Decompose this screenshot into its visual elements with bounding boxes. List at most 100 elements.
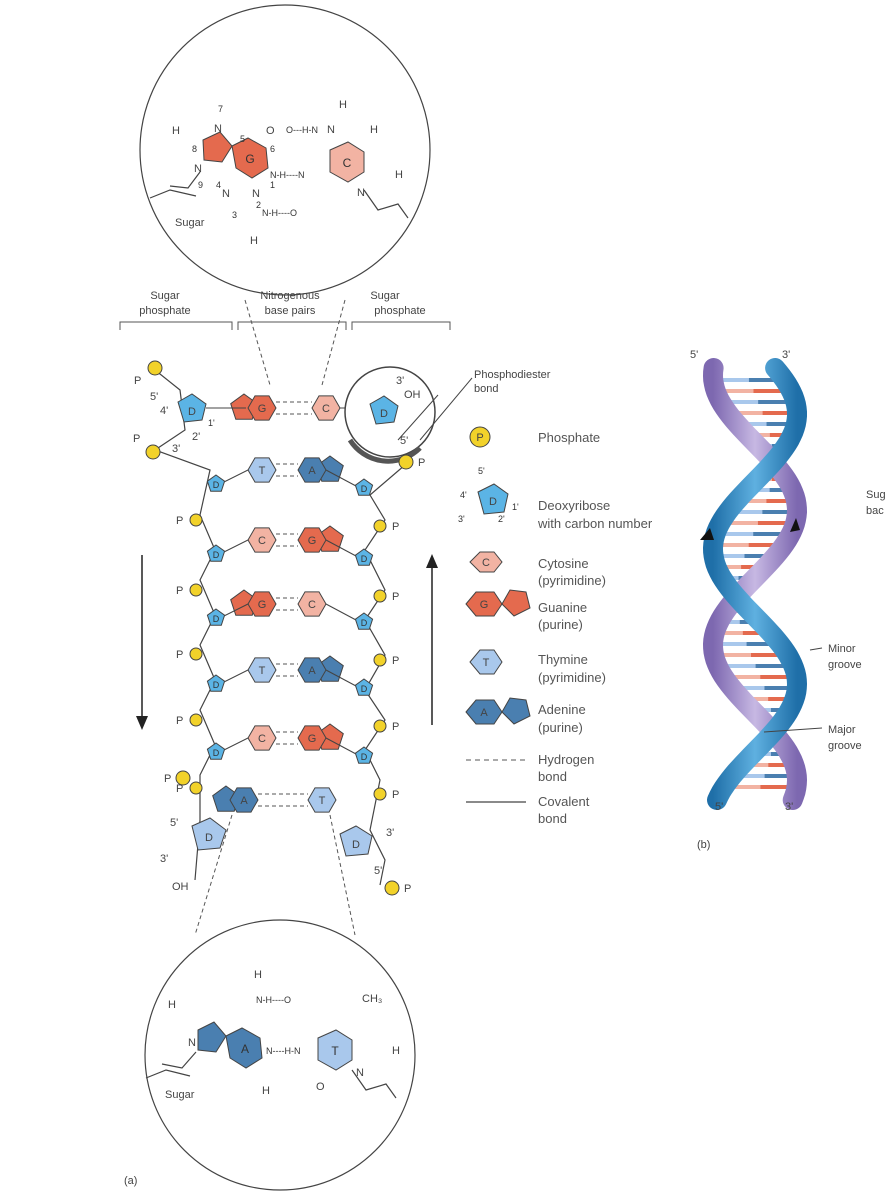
- atom-n-a: N: [188, 1037, 196, 1049]
- legend-cytosine-text-1: Cytosine: [538, 556, 589, 571]
- p-right: P: [392, 521, 399, 533]
- adenine-letter: A: [241, 1042, 249, 1056]
- d-right: D: [361, 554, 368, 564]
- atom-h-left-a: H: [168, 999, 176, 1011]
- phosphate-zoom: [398, 454, 414, 470]
- ring-num-6: 6: [270, 144, 275, 154]
- thymine-letter: T: [331, 1044, 339, 1058]
- base-letter: A: [240, 795, 248, 807]
- at-pair-inset: A T H N-H----O CH₃ H N N----H-N H O N H …: [144, 814, 416, 1191]
- legend-cytosine-text-2: (pyrimidine): [538, 573, 606, 588]
- legend-deoxyribose-text-2: with carbon number: [537, 516, 653, 531]
- atom-n3: N: [222, 188, 230, 200]
- deoxyribose-left-row5: [206, 742, 226, 760]
- d-top-left: D: [188, 406, 196, 418]
- phosphate-right-row1: [373, 519, 387, 533]
- base-letter: G: [308, 733, 317, 745]
- legend-adenine-text-1: Adenine: [538, 702, 586, 717]
- legend-thymine-text-1: Thymine: [538, 652, 588, 667]
- arrow-down-icon: [136, 716, 148, 730]
- legend-covalent-text-2: bond: [538, 811, 567, 826]
- base-letter: G: [258, 599, 267, 611]
- deoxyribose-left-row2: [206, 544, 226, 562]
- legend-c2: 2': [498, 514, 505, 524]
- phosphate-right-row3: [373, 653, 387, 667]
- label-1-top-left: 1': [208, 418, 215, 428]
- legend-adenine-pent: [501, 697, 531, 725]
- p-right: P: [392, 591, 399, 603]
- deoxyribose-zoom: [369, 395, 399, 425]
- helix-strand-blue: [702, 358, 808, 810]
- deoxyribose-left-row3: [206, 608, 226, 626]
- phosphodiester-label-1: Phosphodiester: [474, 369, 551, 381]
- legend-deoxyribose-text-1: Deoxyribose: [538, 498, 610, 513]
- legend-phosphate-icon: [469, 426, 491, 448]
- legend-c4: 4': [460, 490, 467, 500]
- phosphate-top-left: [147, 360, 163, 376]
- atom-n1-c: N: [357, 187, 365, 199]
- phosphate-bottom-left: [175, 770, 191, 786]
- gc-pair-inset: G C H N N N N O O---H-N H N H N-H----N H…: [139, 4, 431, 296]
- phosphate-left-row2: [189, 583, 203, 597]
- base-T-row4-left: T: [247, 657, 277, 683]
- legend-guanine-pent: [501, 589, 531, 617]
- helix-side-label-2: bac: [866, 505, 884, 517]
- p-left: P: [176, 585, 183, 597]
- d-bottom-right: D: [352, 839, 360, 851]
- d-right: D: [361, 684, 368, 694]
- legend-c5: 5': [478, 466, 485, 476]
- helix-top-3: 3': [782, 349, 790, 361]
- base-letter: C: [308, 599, 316, 611]
- header-nitrogenous-1: Nitrogenous: [260, 290, 320, 302]
- p-left: P: [176, 715, 183, 727]
- p-zoom: P: [418, 457, 425, 469]
- d-left: D: [213, 748, 220, 758]
- guanine-six-ring: [231, 137, 269, 179]
- atom-n7: N: [214, 123, 222, 135]
- legend-covalent-text-1: Covalent: [538, 794, 590, 809]
- base-C-row5-left: C: [247, 725, 277, 751]
- phosphate-right-row5: [373, 787, 387, 801]
- helix-bottom-3: 3': [785, 801, 793, 813]
- atom-n9: N: [194, 163, 202, 175]
- legend-phosphate-symbol: P: [476, 432, 483, 444]
- guanine-letter: G: [245, 152, 254, 166]
- base-G-row2-right: G: [297, 525, 344, 553]
- legend-adenine-text-2: (purine): [538, 720, 583, 735]
- deoxyribose-right-row2: [354, 548, 374, 566]
- base-C-row0-right: C: [311, 395, 341, 421]
- label-5-bottom-right: 5': [374, 865, 382, 877]
- ring-num-1: 1: [270, 180, 275, 190]
- legend-hydrogen-text-2: bond: [538, 769, 567, 784]
- helix-side-label-1: Sug: [866, 489, 886, 501]
- bond-nh-o: N-H----O: [256, 995, 291, 1005]
- phosphate-right-row4: [373, 719, 387, 733]
- d-right: D: [361, 752, 368, 762]
- inset-circle-top: [139, 4, 431, 296]
- helix-arrow-left-icon: [700, 528, 714, 540]
- atom-n2: N: [252, 188, 260, 200]
- phosphate-top-left-2: [145, 444, 161, 460]
- d-right: D: [361, 618, 368, 628]
- atom-h-c5: H: [370, 124, 378, 136]
- atom-h-right-t: H: [392, 1045, 400, 1057]
- panel-b-label: (b): [697, 839, 710, 851]
- atom-o6: O: [266, 125, 275, 137]
- p-left: P: [176, 649, 183, 661]
- p-left: P: [176, 783, 183, 795]
- phosphate-left-row3: [189, 647, 203, 661]
- deoxyribose-left-row4: [206, 674, 226, 692]
- base-A-row6-left: A: [212, 785, 259, 813]
- base-G-row0-left: G: [230, 393, 277, 421]
- legend: P Phosphate D 5' 4' 3' 2' 1' Deoxyribose…: [458, 426, 653, 826]
- legend-guanine-text-2: (purine): [538, 617, 583, 632]
- label-3-bottom-right: 3': [386, 827, 394, 839]
- deoxyribose-bottom-right: [339, 825, 373, 857]
- phosphate-bottom-right: [384, 880, 400, 896]
- header-sugar-left-1: Sugar: [150, 290, 180, 302]
- legend-adenine-symbol: A: [480, 707, 488, 719]
- phosphodiester-label-2: bond: [474, 383, 498, 395]
- d-left: D: [213, 680, 220, 690]
